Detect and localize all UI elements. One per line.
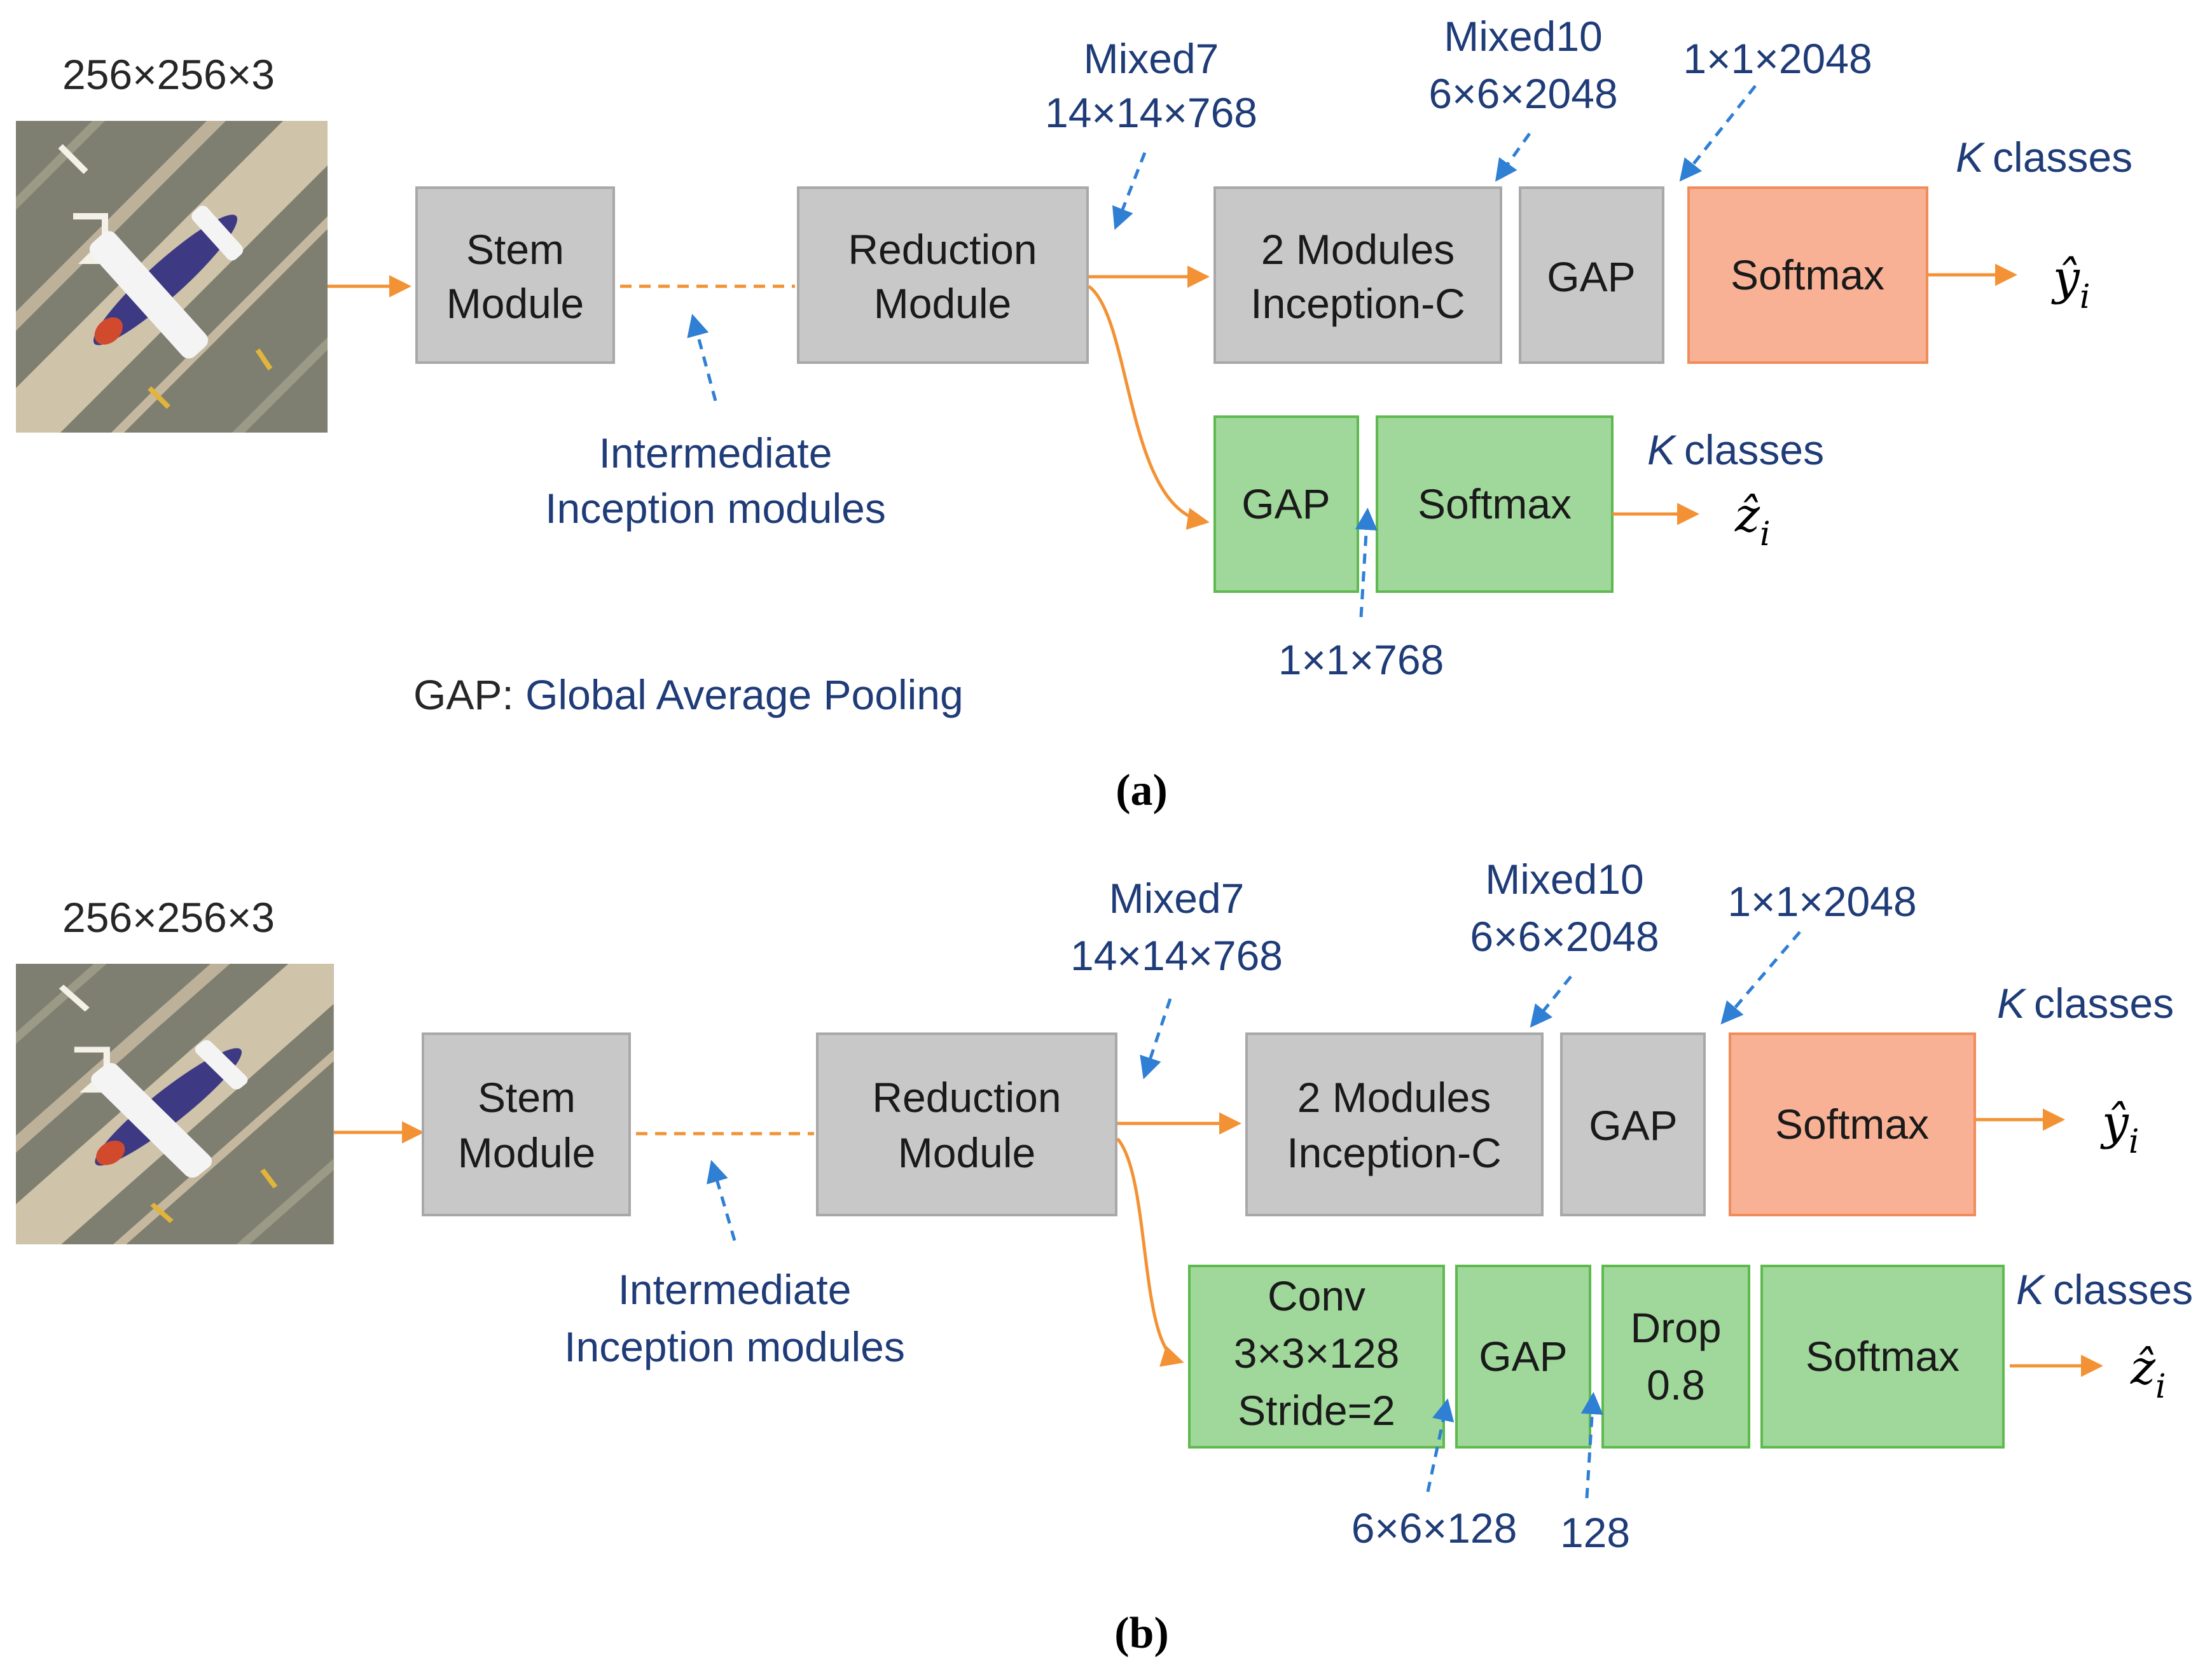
mixed7-size-label: 14×14×768 xyxy=(1045,89,1257,136)
stem-label-line1: Stem xyxy=(466,226,564,273)
panel-b: 256×256×3 Stem Module Intermediate Incep… xyxy=(16,856,2193,1658)
aux-conv-size-pointer-arrow xyxy=(1426,1398,1455,1492)
gap-output-size-label: 1×1×2048 xyxy=(1683,35,1872,82)
mixed7-label-b: Mixed7 xyxy=(1109,875,1245,922)
mixed10-pointer-arrow xyxy=(1495,132,1531,182)
softmax-box xyxy=(1687,186,1928,364)
aux-softmax-label-b: Softmax xyxy=(1806,1333,1960,1380)
z-hat-output-label-b: ẑi xyxy=(2130,1340,2166,1406)
softmax-label-b: Softmax xyxy=(1775,1101,1929,1148)
input-size-label: 256×256×3 xyxy=(62,51,275,98)
mixed10-size-label-b: 6×6×2048 xyxy=(1470,913,1659,960)
y-hat-output-label-b: ŷi xyxy=(2100,1095,2139,1161)
inception-c-box-b xyxy=(1245,1032,1544,1216)
reduction-label-line2-b: Module xyxy=(898,1129,1035,1176)
aux-drop-label-line2: 0.8 xyxy=(1647,1361,1705,1408)
reduction-label-line2: Module xyxy=(874,280,1011,327)
aux-gap-label-b: GAP xyxy=(1479,1333,1567,1380)
mixed7-pointer-arrow-b xyxy=(1140,998,1172,1080)
aux-softmax-label: Softmax xyxy=(1418,480,1572,527)
panel-a: 256×256×3 Stem Module Intermediate Incep… xyxy=(16,13,2133,815)
stem-label-line2: Module xyxy=(446,280,584,327)
aux-conv-label-line1: Conv xyxy=(1268,1272,1365,1319)
reduction-module-box xyxy=(797,186,1089,364)
aux-drop-label-line1: Drop xyxy=(1630,1304,1721,1351)
aux-softmax-box xyxy=(1376,415,1614,593)
reduction-label-line1-b: Reduction xyxy=(872,1074,1061,1121)
softmax-label: Softmax xyxy=(1731,251,1884,298)
aux-conv-box xyxy=(1188,1265,1445,1449)
aux-gap-box-b xyxy=(1455,1265,1591,1449)
input-image-airplane xyxy=(16,121,328,433)
mixed10-pointer-arrow-b xyxy=(1530,975,1572,1028)
inception-c-label-line2: Inception-C xyxy=(1250,280,1465,327)
intermediate-label-line2: Inception modules xyxy=(545,485,886,532)
reduction-label-line1: Reduction xyxy=(848,226,1037,273)
gap-box-b xyxy=(1560,1032,1706,1216)
mixed10-size-label: 6×6×2048 xyxy=(1428,70,1617,117)
aux-conv-size-label: 6×6×128 xyxy=(1351,1505,1517,1552)
aux-drop-box xyxy=(1601,1265,1750,1449)
mixed7-size-label-b: 14×14×768 xyxy=(1070,932,1283,979)
caption-b: (b) xyxy=(1114,1609,1169,1658)
input-image-airplane-b xyxy=(16,964,334,1244)
gap-legend: GAP: Global Average Pooling xyxy=(413,671,964,718)
aux-softmax-box-b xyxy=(1760,1265,2005,1449)
caption-a: (a) xyxy=(1116,766,1168,815)
intermediate-label-line2-b: Inception modules xyxy=(564,1323,905,1370)
gap-output-size-label-b: 1×1×2048 xyxy=(1727,878,1916,925)
stem-module-box-b xyxy=(422,1032,631,1216)
aux-size-pointer-arrow xyxy=(1355,508,1378,618)
aux-gap-size-label: 128 xyxy=(1560,1509,1630,1556)
arrow-reduction-to-aux-branch-b xyxy=(1116,1137,1184,1367)
stem-module-box xyxy=(415,186,615,364)
aux-size-label: 1×1×768 xyxy=(1278,636,1444,683)
softmax-box-b xyxy=(1729,1032,1976,1216)
gap-label-b: GAP xyxy=(1589,1102,1677,1149)
stem-label-line1-b: Stem xyxy=(478,1074,576,1121)
arrow-reduction-to-aux-branch xyxy=(1088,284,1210,530)
inception-c-label-line1: 2 Modules xyxy=(1261,226,1455,273)
mixed7-label: Mixed7 xyxy=(1084,35,1219,82)
aux-gap-label: GAP xyxy=(1241,480,1330,527)
aux-conv-label-line2: 3×3×128 xyxy=(1234,1330,1400,1377)
mixed10-label-b: Mixed10 xyxy=(1485,856,1643,903)
aux-gap-box xyxy=(1213,415,1359,593)
intermediate-label-line1-b: Intermediate xyxy=(618,1266,852,1313)
gap-output-pointer-arrow xyxy=(1679,85,1757,182)
intermediate-pointer-arrow xyxy=(687,314,717,401)
z-hat-output-label: ẑi xyxy=(1734,488,1771,553)
gap-output-pointer-arrow-b xyxy=(1720,931,1801,1025)
mixed10-label: Mixed10 xyxy=(1444,13,1602,60)
mixed7-pointer-arrow xyxy=(1112,152,1147,230)
gap-label: GAP xyxy=(1547,253,1635,300)
gap-box xyxy=(1519,186,1664,364)
inception-c-label-line2-b: Inception-C xyxy=(1287,1129,1502,1176)
reduction-module-box-b xyxy=(816,1032,1117,1216)
intermediate-label-line1: Intermediate xyxy=(599,429,833,476)
input-size-label-b: 256×256×3 xyxy=(62,894,275,941)
stem-label-line2-b: Module xyxy=(458,1129,595,1176)
inception-c-box xyxy=(1213,186,1502,364)
intermediate-pointer-arrow-b xyxy=(707,1160,736,1241)
y-hat-output-label: ŷi xyxy=(2051,251,2090,316)
inception-c-label-line1-b: 2 Modules xyxy=(1297,1074,1491,1121)
aux-conv-label-line3: Stride=2 xyxy=(1238,1387,1395,1434)
